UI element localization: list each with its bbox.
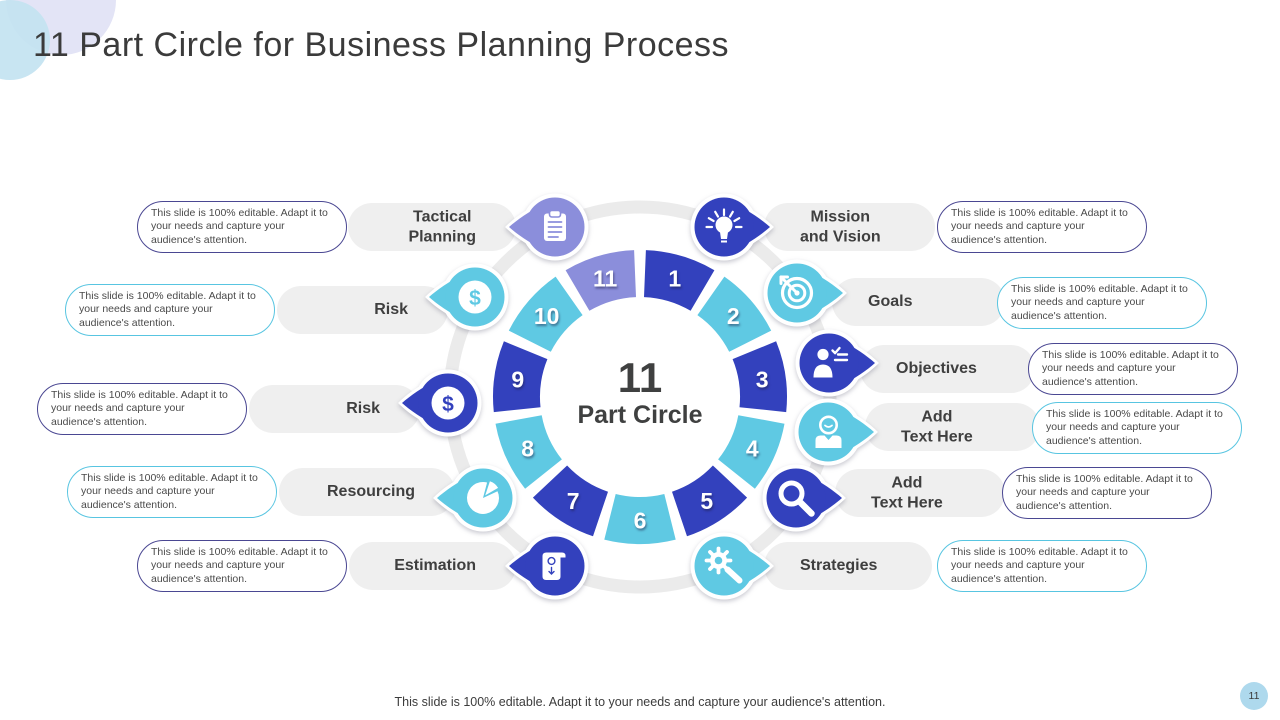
label-pill-add-text-here-1: Add Text Here [865, 403, 1040, 451]
callout-text: This slide is 100% editable. Adapt it to… [151, 545, 328, 585]
svg-text:8: 8 [521, 435, 534, 461]
svg-text:10: 10 [534, 303, 560, 329]
label-pill-risk-1: Risk [249, 385, 420, 433]
callout-add-text-here-2: This slide is 100% editable. Adapt it to… [1002, 467, 1212, 519]
pie-chart-icon [431, 462, 535, 534]
svg-text:$: $ [442, 393, 454, 416]
magnifier-icon [744, 462, 848, 534]
svg-text:7: 7 [567, 488, 580, 514]
svg-text:2: 2 [727, 303, 740, 329]
svg-text:1: 1 [668, 266, 681, 292]
gear-search-icon [672, 530, 776, 602]
label-pill-add-text-here-2: Add Text Here [835, 469, 1005, 517]
callout-text: This slide is 100% editable. Adapt it to… [1016, 472, 1193, 512]
person-icon [776, 396, 880, 468]
svg-text:3: 3 [756, 366, 769, 392]
label-add-text-here-2: Add Text Here [871, 474, 943, 511]
page-title: 11 Part Circle for Business Planning Pro… [33, 26, 730, 64]
label-resourcing: Resourcing [326, 483, 415, 501]
callout-text: This slide is 100% editable. Adapt it to… [951, 206, 1128, 246]
svg-text:4: 4 [746, 435, 759, 461]
part-circle-diagram: 1 2 3 4 5 6 7 8 9 10 11 [443, 200, 837, 594]
label-estimation: Estimation [394, 557, 476, 575]
callout-text: This slide is 100% editable. Adapt it to… [1042, 348, 1219, 388]
callout-text: This slide is 100% editable. Adapt it to… [81, 471, 258, 511]
dollar-icon: $ [396, 367, 500, 439]
callout-mission-and-vision: This slide is 100% editable. Adapt it to… [937, 201, 1147, 253]
lightbulb-icon [672, 191, 776, 263]
callout-text: This slide is 100% editable. Adapt it to… [1046, 407, 1223, 447]
center-caption: Part Circle [577, 401, 703, 430]
label-pill-goals: Goals [832, 278, 1005, 326]
scroll-icon [503, 530, 607, 602]
label-risk-1: Risk [346, 400, 380, 418]
callout-strategies: This slide is 100% editable. Adapt it to… [937, 540, 1147, 592]
callout-risk-2: This slide is 100% editable. Adapt it to… [65, 284, 275, 336]
label-objectives: Objectives [896, 360, 977, 378]
callout-text: This slide is 100% editable. Adapt it to… [79, 289, 256, 329]
center-value: 11 [617, 354, 663, 401]
callout-risk-1: This slide is 100% editable. Adapt it to… [37, 383, 247, 435]
svg-text:$: $ [469, 287, 481, 310]
target-icon [745, 257, 849, 329]
footer-note: This slide is 100% editable. Adapt it to… [394, 695, 886, 709]
person-checklist-icon [777, 327, 881, 399]
callout-text: This slide is 100% editable. Adapt it to… [1011, 282, 1188, 322]
clipboard-icon [503, 191, 607, 263]
callout-objectives: This slide is 100% editable. Adapt it to… [1028, 343, 1238, 395]
label-tactical-planning: Tactical Planning [408, 208, 476, 245]
diagram-center-label: 11 Part Circle [540, 354, 740, 430]
dollar-icon: $ [423, 261, 527, 333]
callout-text: This slide is 100% editable. Adapt it to… [151, 206, 328, 246]
label-pill-tactical-planning: Tactical Planning [348, 203, 516, 251]
label-pill-estimation: Estimation [349, 542, 516, 590]
label-mission-and-vision: Mission and Vision [800, 208, 881, 245]
svg-text:9: 9 [511, 366, 524, 392]
label-pill-risk-2: Risk [277, 286, 448, 334]
label-risk-2: Risk [374, 301, 408, 319]
svg-text:5: 5 [700, 488, 713, 514]
label-pill-objectives: Objectives [860, 345, 1035, 393]
page-number-badge: 11 [1240, 682, 1268, 710]
label-goals: Goals [868, 293, 913, 311]
callout-text: This slide is 100% editable. Adapt it to… [51, 388, 228, 428]
svg-text:11: 11 [593, 266, 618, 292]
callout-tactical-planning: This slide is 100% editable. Adapt it to… [137, 201, 347, 253]
callout-estimation: This slide is 100% editable. Adapt it to… [137, 540, 347, 592]
label-pill-strategies: Strategies [764, 542, 932, 590]
label-add-text-here-1: Add Text Here [901, 408, 973, 445]
label-pill-resourcing: Resourcing [279, 468, 455, 516]
callout-resourcing: This slide is 100% editable. Adapt it to… [67, 466, 277, 518]
label-pill-mission-and-vision: Mission and Vision [764, 203, 935, 251]
svg-text:6: 6 [634, 508, 647, 534]
callout-goals: This slide is 100% editable. Adapt it to… [997, 277, 1207, 329]
callout-add-text-here-1: This slide is 100% editable. Adapt it to… [1032, 402, 1242, 454]
callout-text: This slide is 100% editable. Adapt it to… [951, 545, 1128, 585]
label-strategies: Strategies [800, 557, 878, 575]
